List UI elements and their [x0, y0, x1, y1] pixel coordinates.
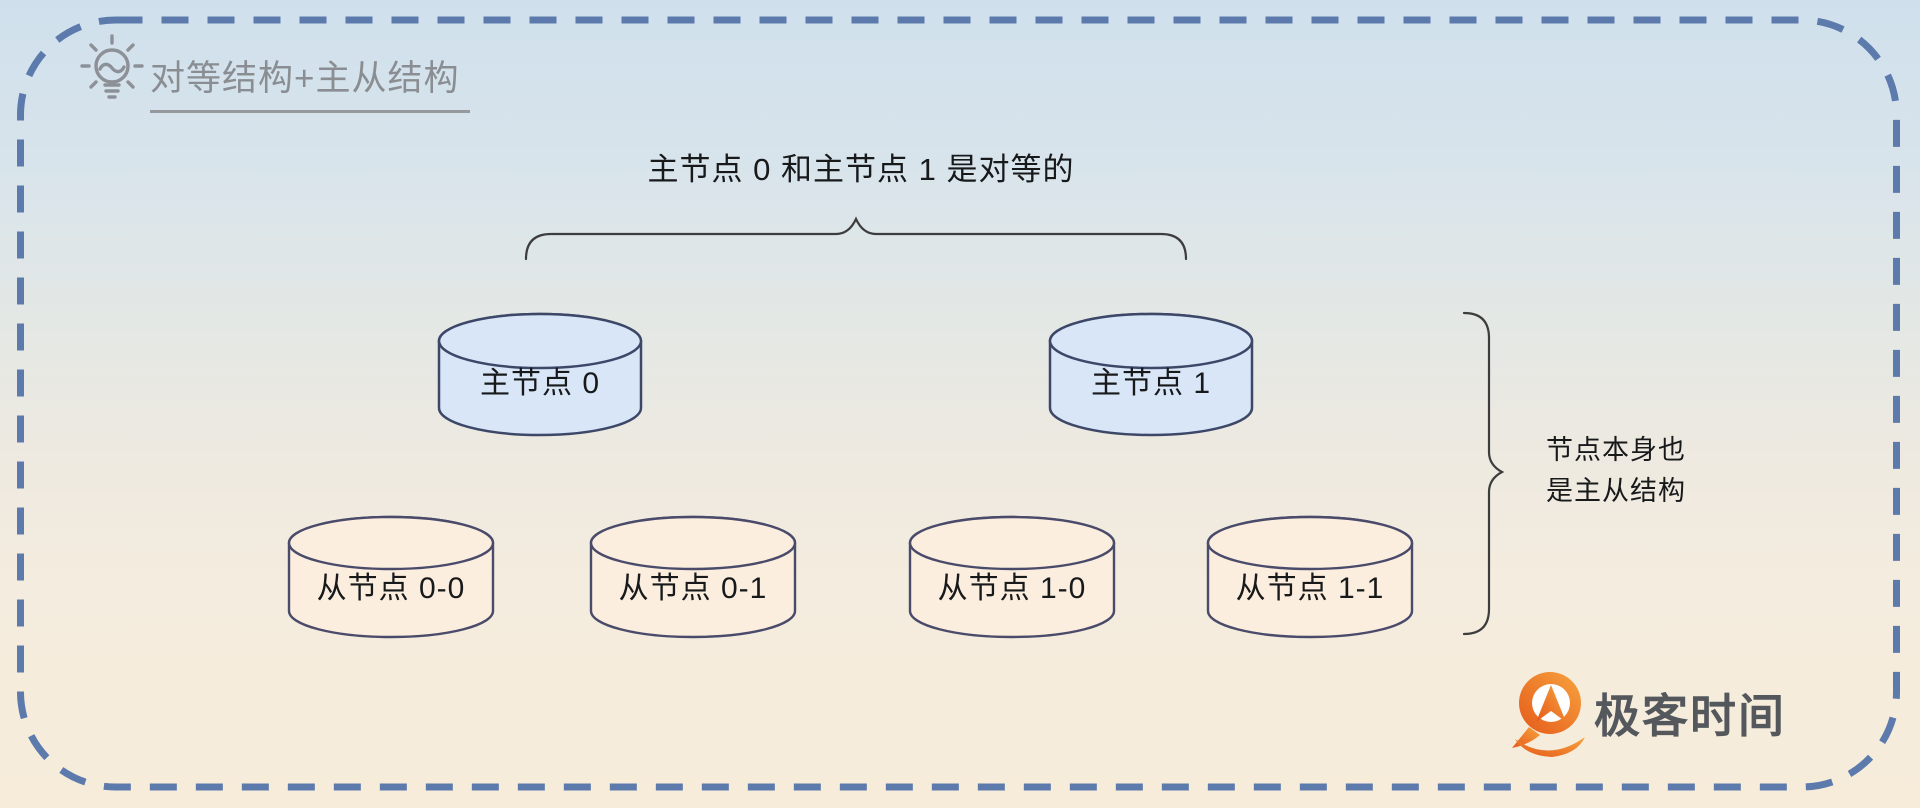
master-node-0-label: 主节点 0 — [479, 367, 601, 400]
master-node-1-label: 主节点 1 — [1090, 367, 1212, 400]
peer-caption: 主节点 0 和主节点 1 是对等的 — [647, 152, 1075, 187]
master-node-1-cylinder — [1048, 312, 1254, 437]
slave-node-1-0-label: 从节点 1-0 — [937, 572, 1087, 605]
slave-node-0-0-label: 从节点 0-0 — [316, 572, 466, 605]
geektime-logo-text: 极客时间 — [1594, 690, 1786, 742]
side-note-line1: 节点本身也 — [1546, 435, 1686, 465]
master-slave-brace — [1462, 311, 1505, 636]
peer-brace — [524, 216, 1188, 261]
slave-node-1-1-label: 从节点 1-1 — [1235, 572, 1385, 605]
slave-node-0-1-cylinder — [589, 515, 797, 639]
slave-node-0-0-cylinder — [287, 515, 495, 639]
side-note: 节点本身也 是主从结构 — [1546, 430, 1686, 512]
slave-node-1-1-cylinder — [1206, 515, 1414, 639]
side-note-line2: 是主从结构 — [1546, 476, 1686, 506]
slave-node-0-1-label: 从节点 0-1 — [618, 572, 768, 605]
dashed-border — [17, 16, 1900, 791]
page-title: 对等结构+主从结构 — [150, 50, 470, 113]
slave-node-1-0-cylinder — [908, 515, 1116, 639]
geektime-logo-icon — [1512, 672, 1585, 757]
lightbulb-icon — [80, 34, 144, 99]
master-node-0-cylinder — [437, 312, 643, 437]
